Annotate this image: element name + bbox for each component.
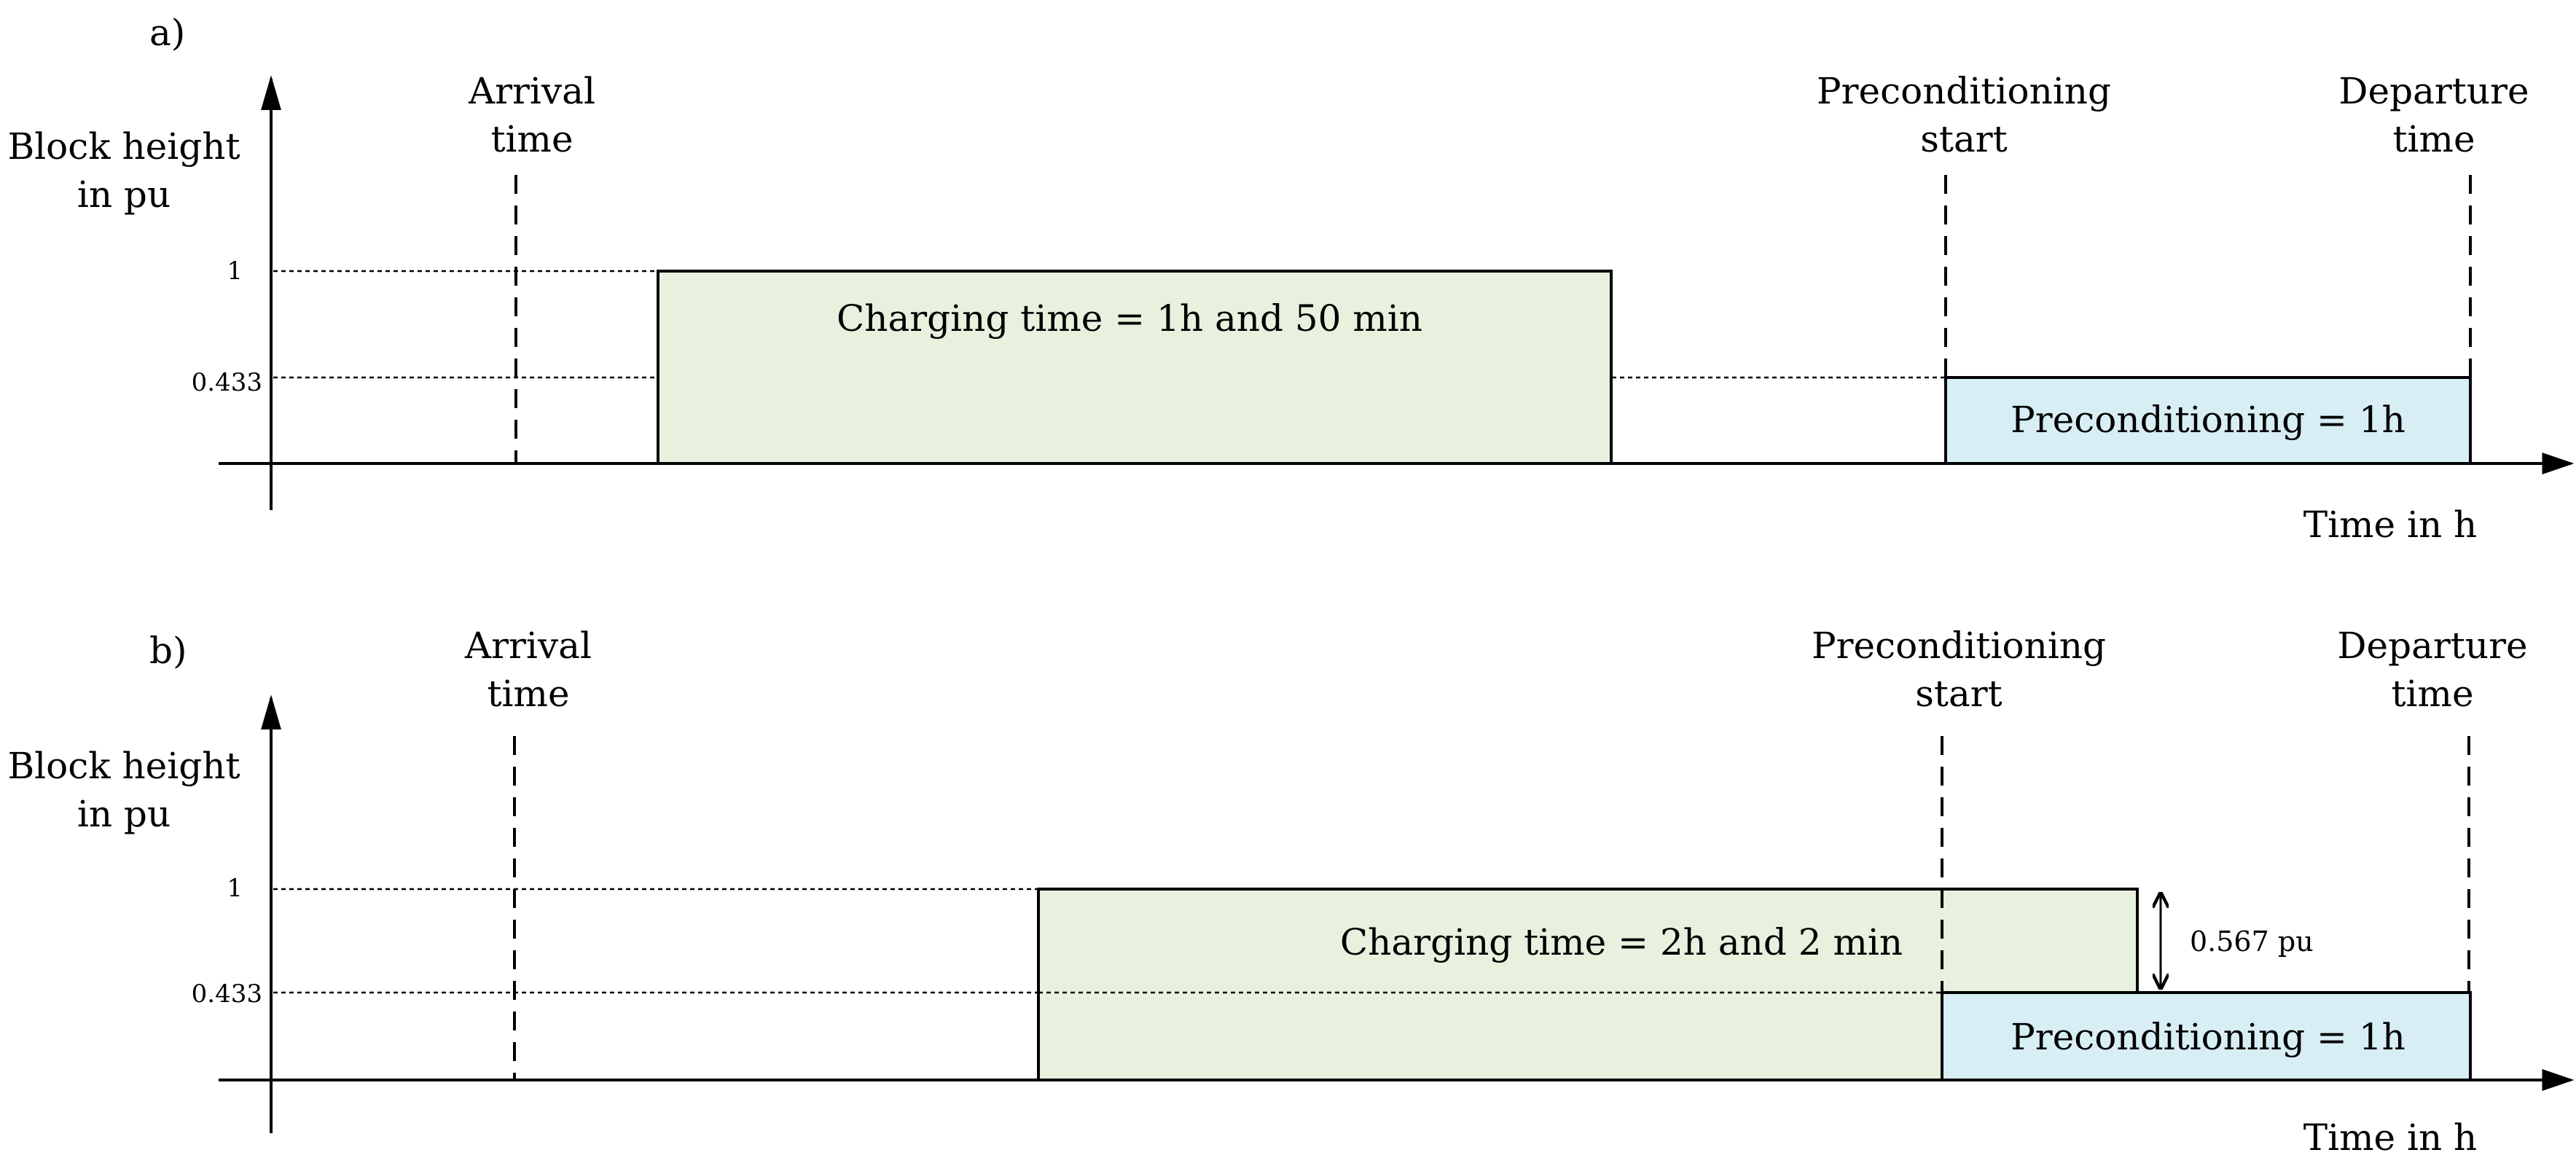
arrival-label-line-1: Arrival <box>468 70 595 112</box>
arrival-label-line-1: Arrival <box>464 625 592 667</box>
precond-start-label-line-1: Preconditioning <box>1812 625 2106 667</box>
panel-tag: a) <box>149 12 185 54</box>
y-axis-label-line-2: in pu <box>77 173 171 216</box>
preconditioning-label: Preconditioning = 1h <box>2011 1016 2405 1058</box>
y-axis-label-line-1: Block height <box>7 745 240 787</box>
tick-label-1: 1 <box>227 257 243 286</box>
departure-label-line-2: time <box>2391 673 2473 715</box>
preconditioning-block <box>1941 991 2472 1081</box>
arrival-label-line-2: time <box>490 118 573 160</box>
preconditioning-block <box>1944 376 2472 465</box>
departure-label-line-2: time <box>2392 118 2475 160</box>
tick-label-1: 1 <box>227 874 243 903</box>
y-axis-label-line-2: in pu <box>77 793 171 835</box>
preconditioning-label: Preconditioning = 1h <box>2011 399 2405 441</box>
tick-label-0433: 0.433 <box>192 979 262 1009</box>
arrival-label-line-2: time <box>487 673 569 715</box>
y-axis-label-line-1: Block height <box>7 125 240 168</box>
x-axis-label: Time in h <box>2303 504 2478 546</box>
panel-a: a) Block height in pu 1 0.433 Charging t… <box>7 12 2575 546</box>
difference-label: 0.567 pu <box>2190 926 2314 958</box>
precond-start-label-line-1: Preconditioning <box>1817 70 2111 112</box>
panel-tag: b) <box>149 630 187 672</box>
precond-start-label-line-2: start <box>1915 673 2003 715</box>
tick-label-0433: 0.433 <box>192 368 262 397</box>
charging-block <box>657 270 1613 465</box>
panel-b: b) Block height in pu 1 0.433 Charging t… <box>7 625 2575 1159</box>
charging-label: Charging time = 1h and 50 min <box>837 297 1422 340</box>
departure-label-line-1: Departure <box>2338 70 2529 112</box>
charging-label: Charging time = 2h and 2 min <box>1340 921 1903 963</box>
x-axis-label: Time in h <box>2303 1116 2478 1159</box>
departure-label-line-1: Departure <box>2337 625 2527 667</box>
precond-start-label-line-2: start <box>1920 118 2008 160</box>
